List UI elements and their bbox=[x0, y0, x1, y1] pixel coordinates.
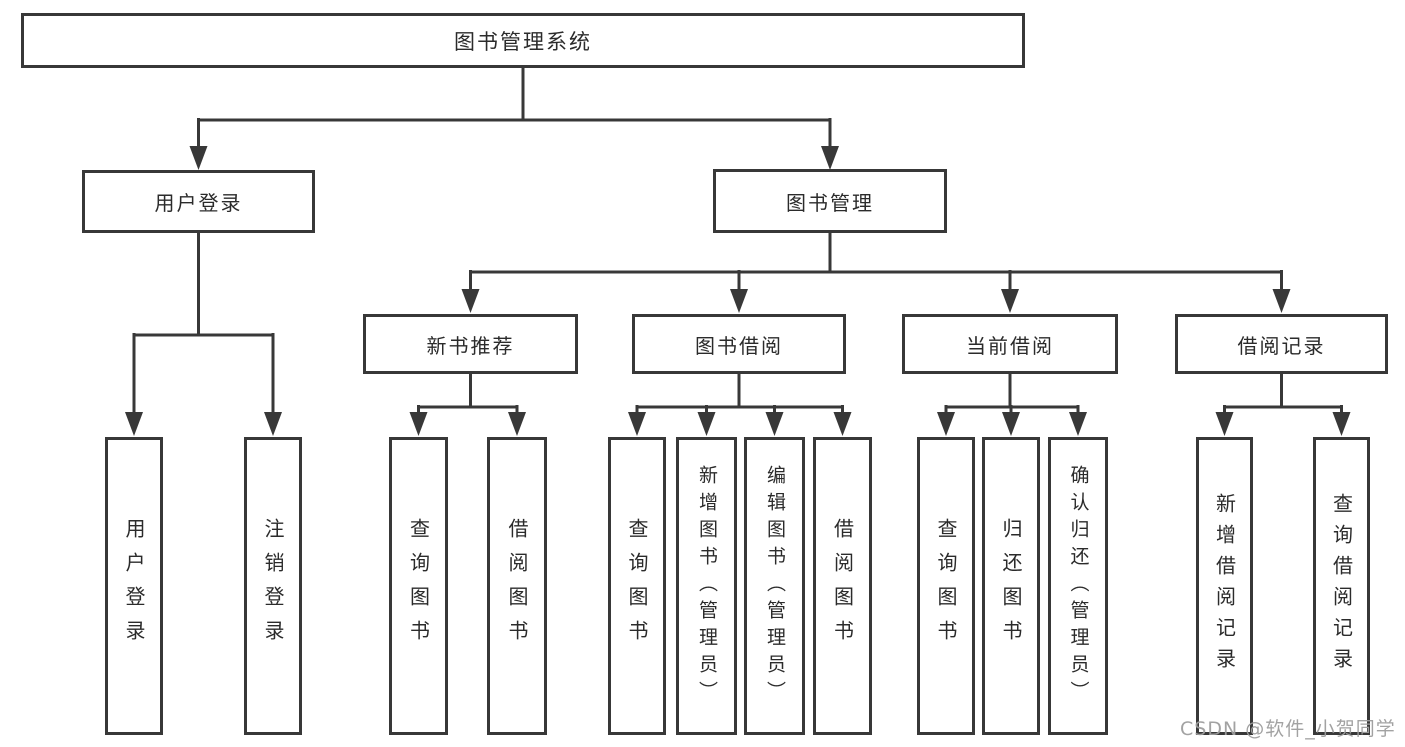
leaf-query-borrow-record: 查询借阅记录 bbox=[1313, 437, 1370, 735]
leaf-logout: 注销登录 bbox=[244, 437, 302, 735]
node-book-management: 图书管理 bbox=[713, 169, 947, 233]
node-user-login: 用户登录 bbox=[82, 170, 315, 233]
leaf-label: 编辑图书（管理员） bbox=[764, 464, 786, 708]
node-book-borrowing: 图书借阅 bbox=[632, 314, 846, 374]
node-label: 图书借阅 bbox=[695, 333, 783, 358]
leaf-label: 新增借阅记录 bbox=[1212, 493, 1237, 679]
leaf-borrow-books-recommend: 借阅图书 bbox=[487, 437, 547, 735]
leaf-label: 归还图书 bbox=[999, 518, 1023, 654]
leaf-user-login: 用户登录 bbox=[105, 437, 163, 735]
node-label: 新书推荐 bbox=[426, 333, 515, 358]
leaf-label: 查询图书 bbox=[625, 518, 649, 654]
leaf-label: 确认归还（管理员） bbox=[1067, 464, 1090, 708]
leaf-add-borrow-record: 新增借阅记录 bbox=[1196, 437, 1253, 735]
node-borrowing-records: 借阅记录 bbox=[1175, 314, 1388, 374]
node-current-borrowing: 当前借阅 bbox=[902, 314, 1118, 374]
leaf-query-books-recommend: 查询图书 bbox=[389, 437, 448, 735]
leaf-label: 用户登录 bbox=[122, 518, 146, 654]
leaf-return-books: 归还图书 bbox=[982, 437, 1040, 735]
leaf-borrow-books: 借阅图书 bbox=[813, 437, 872, 735]
node-label: 当前借阅 bbox=[966, 333, 1054, 358]
node-new-book-recommendation: 新书推荐 bbox=[363, 314, 578, 374]
leaf-label: 查询图书 bbox=[934, 518, 958, 654]
csdn-watermark: CSDN @软件_小贺同学 bbox=[1180, 718, 1396, 740]
node-label: 用户登录 bbox=[154, 191, 243, 215]
leaf-label: 借阅图书 bbox=[505, 518, 529, 654]
leaf-add-books-admin: 新增图书（管理员） bbox=[676, 437, 737, 735]
leaf-edit-books-admin: 编辑图书（管理员） bbox=[744, 437, 805, 735]
node-label: 图书管理 bbox=[786, 190, 874, 215]
leaf-query-books-borrow: 查询图书 bbox=[608, 437, 666, 735]
leaf-label: 注销登录 bbox=[261, 518, 285, 654]
leaf-query-books-current: 查询图书 bbox=[917, 437, 975, 735]
leaf-label: 借阅图书 bbox=[830, 518, 855, 654]
node-library-management-system: 图书管理系统 bbox=[21, 13, 1025, 68]
leaf-label: 查询借阅记录 bbox=[1329, 493, 1354, 679]
leaf-confirm-return-admin: 确认归还（管理员） bbox=[1048, 437, 1108, 735]
node-label: 借阅记录 bbox=[1237, 333, 1326, 358]
leaf-label: 查询图书 bbox=[406, 518, 431, 654]
node-label: 图书管理系统 bbox=[454, 29, 592, 54]
leaf-label: 新增图书（管理员） bbox=[696, 464, 718, 708]
